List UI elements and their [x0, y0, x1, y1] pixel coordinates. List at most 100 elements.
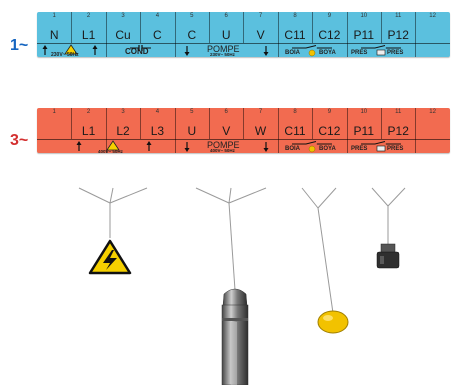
group-separator: [277, 43, 279, 57]
terminal-label: P11: [353, 28, 375, 42]
terminal-separator: [381, 12, 382, 43]
terminal-separator: [71, 108, 73, 139]
cond-label: COND: [125, 47, 149, 56]
terminal-number: 7: [258, 13, 263, 19]
float-ball-icon: [308, 49, 316, 57]
high-voltage-sign-icon: [88, 239, 132, 275]
pressure-group: [361, 45, 401, 56]
terminal-number: 12: [429, 13, 436, 19]
terminal-separator: [346, 12, 348, 43]
terminal-separator: [105, 108, 107, 139]
group-separator: [105, 43, 107, 57]
pressure-group: [361, 141, 401, 152]
terminal-number: 10: [360, 109, 368, 115]
arrow-down-icon: [263, 46, 269, 56]
pompe-voltage-text: 400V~ 50Hz: [210, 148, 235, 153]
capacitor-icon: [130, 45, 151, 51]
warning-triangle-icon: [64, 44, 78, 55]
supply-voltage-text: 400V~ 50Hz: [98, 149, 123, 154]
strip-divider-line: [37, 43, 450, 44]
pump-group: [184, 46, 269, 56]
supply-group: [42, 44, 98, 55]
terminal-separator: [243, 108, 245, 139]
supply-voltage-text: 230V~ 50Hz: [51, 52, 79, 58]
group-separator: [415, 139, 417, 153]
boia-label: BOIA: [285, 146, 300, 152]
pres-label-right: PRES: [387, 50, 404, 56]
terminal-separator: [140, 12, 142, 43]
terminal-label: P12: [387, 124, 409, 138]
terminal-number: 5: [190, 109, 194, 115]
pompe-label: POMPE: [207, 140, 240, 150]
terminal-number: 4: [155, 13, 160, 19]
pres-label-left: PRES: [351, 50, 368, 56]
terminal-number: 9: [327, 13, 332, 19]
terminal-separator: [140, 108, 142, 139]
terminal-separator: [277, 12, 279, 43]
terminal-label: L1: [81, 28, 96, 42]
submersible-pump-icon: [221, 288, 249, 385]
float-switch-icon: [317, 310, 349, 334]
strip-divider-line: [37, 139, 450, 140]
terminal-number: 9: [327, 109, 332, 115]
terminal-separator: [415, 12, 417, 43]
boya-label: BOYA: [319, 50, 336, 56]
group-separator: [346, 139, 348, 153]
terminal-label: C11: [284, 28, 306, 42]
terminal-separator: [312, 108, 314, 139]
terminal-label: P12: [387, 28, 409, 42]
group-separator: [277, 139, 279, 153]
float-group: [292, 45, 332, 57]
terminal-separator: [174, 108, 176, 139]
terminal-number: 1: [52, 13, 56, 19]
terminal-separator: [209, 108, 210, 139]
pompe-voltage-text: 230V~ 50Hz: [210, 52, 235, 57]
arrow-down-icon: [184, 46, 190, 56]
pres-label-left: PRES: [351, 146, 368, 152]
terminal-label: L3: [150, 124, 165, 138]
arrow-down-icon: [184, 142, 190, 152]
terminal-label: C12: [318, 124, 341, 138]
group-separator: [415, 43, 417, 57]
terminal-separator: [346, 108, 348, 139]
terminal-number: 6: [224, 13, 228, 19]
terminal-separator: [105, 12, 107, 43]
terminal-cell: 12: [415, 108, 449, 153]
terminal-label: N: [49, 28, 59, 42]
terminal-label: U: [187, 124, 197, 138]
pressure-switch-symbol-icon: [361, 45, 401, 49]
terminal-label: P11: [353, 124, 375, 138]
boia-label: BOIA: [285, 50, 300, 56]
group-separator: [174, 139, 176, 153]
terminal-number: 8: [293, 109, 297, 115]
terminal-number: 11: [395, 109, 402, 115]
terminal-label: Cu: [115, 28, 131, 42]
supply-group: [76, 140, 152, 151]
terminal-cell: 12: [415, 12, 449, 57]
terminal-number: 3: [121, 13, 125, 19]
strip-single-phase-marker: 1~: [10, 37, 29, 54]
terminal-label: U: [221, 28, 231, 42]
float-switch-symbol-icon: [292, 141, 332, 145]
terminal-number: 10: [360, 13, 368, 19]
terminal-separator: [174, 12, 176, 43]
arrow-down-icon: [263, 142, 269, 152]
